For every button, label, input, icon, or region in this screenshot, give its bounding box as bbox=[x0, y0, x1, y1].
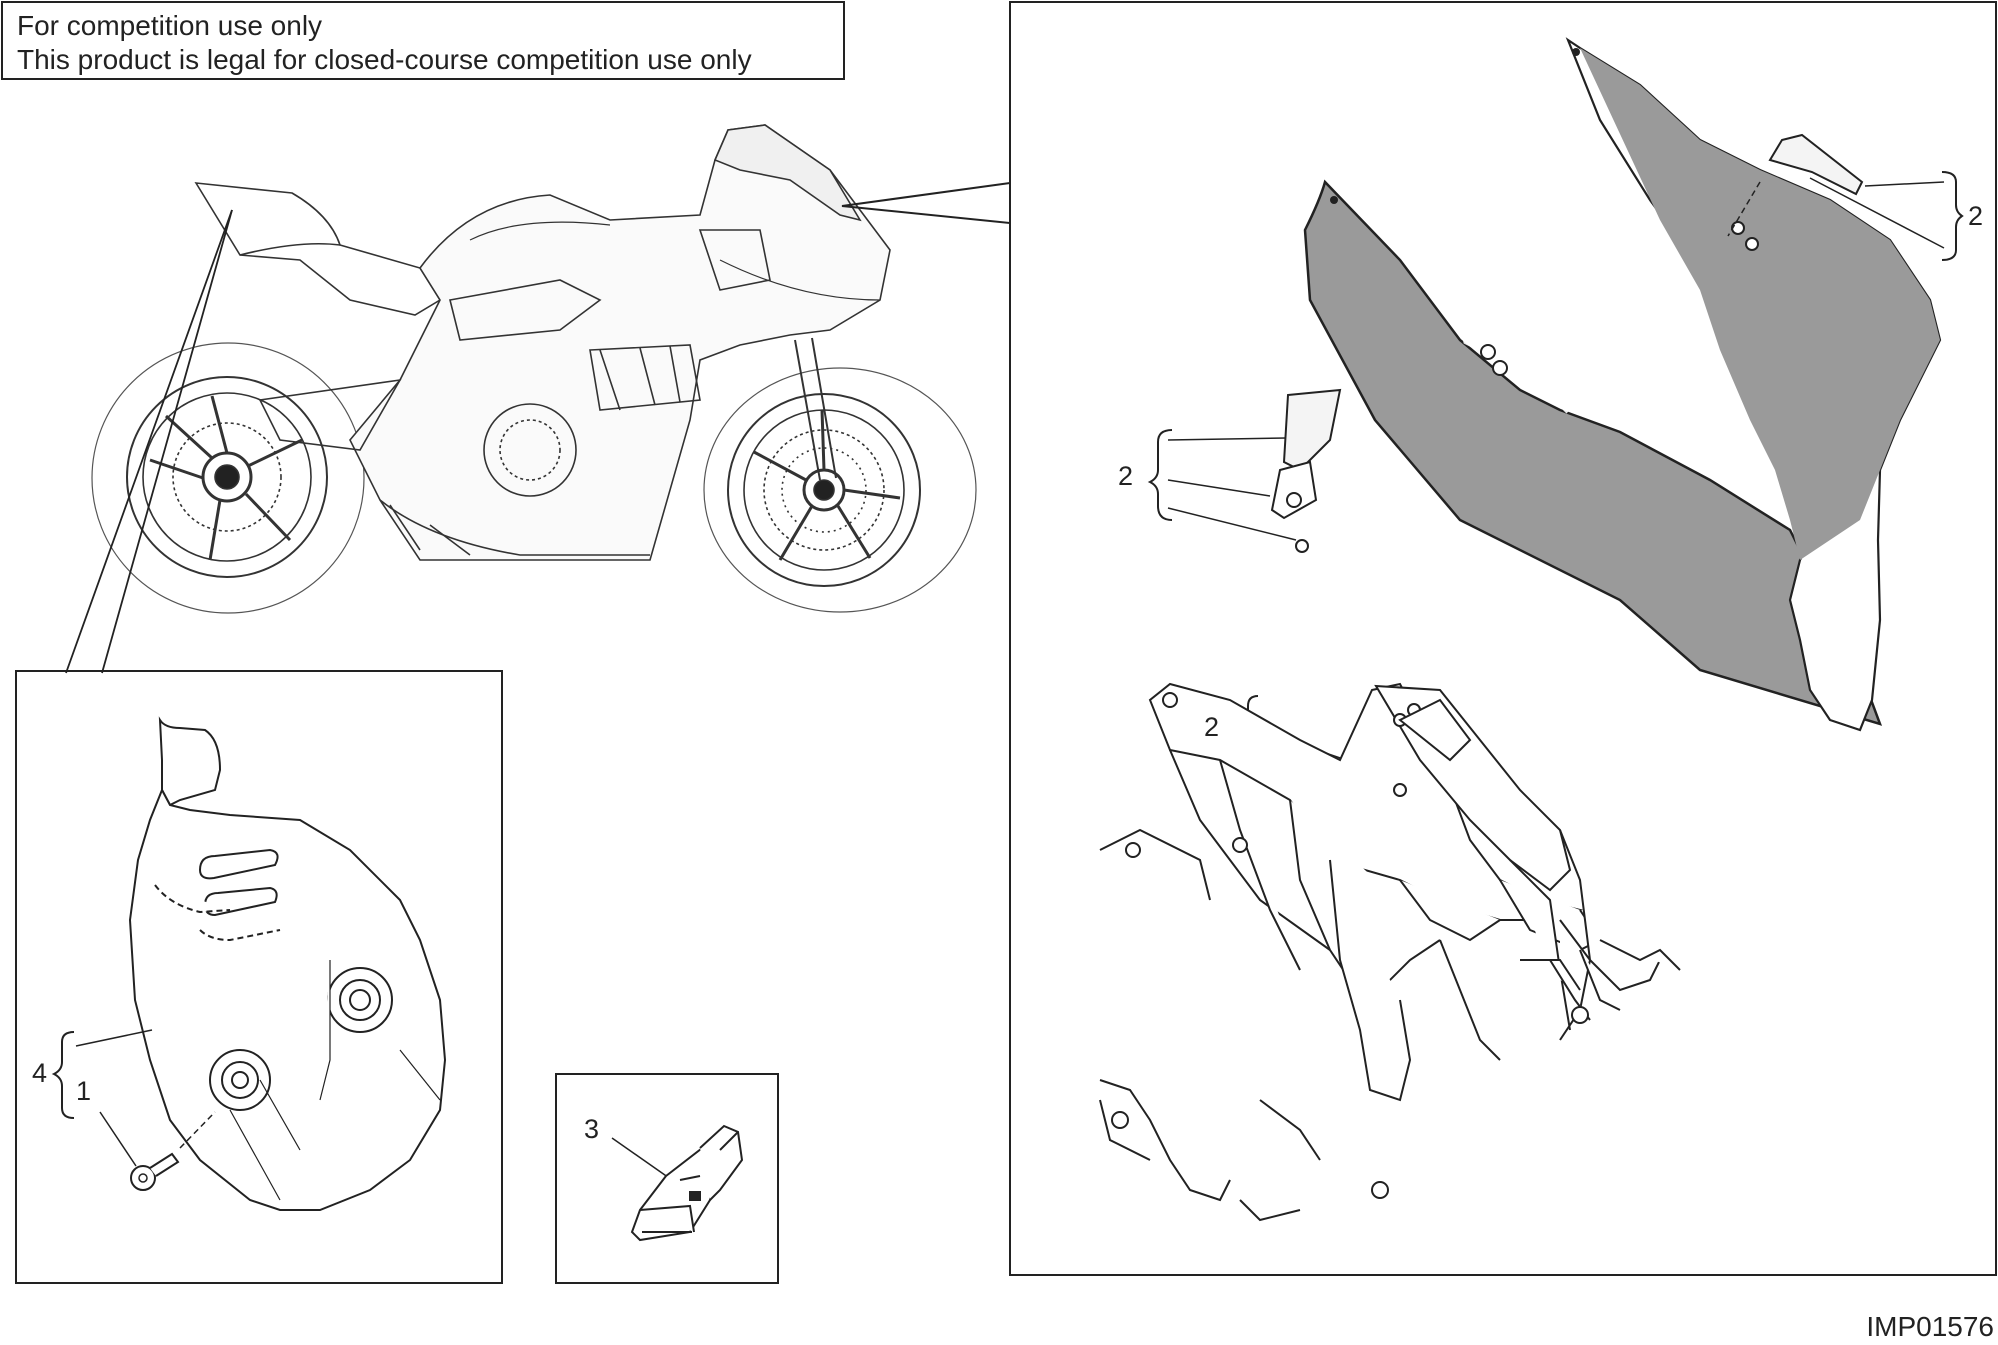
detail-leader-right bbox=[841, 2, 1011, 1275]
competition-notice: For competition use only This product is… bbox=[1, 1, 845, 80]
tail-section bbox=[194, 182, 442, 316]
callout-heel-guard-kit: 4 bbox=[32, 1058, 48, 1088]
rear-wheel bbox=[91, 342, 365, 614]
left-fairing-panel bbox=[1303, 179, 1883, 726]
callout-bracket-screw: 2 bbox=[1204, 712, 1220, 742]
callout-heel-guard-screw: 1 bbox=[76, 1076, 92, 1106]
windscreen bbox=[713, 124, 862, 222]
motorcycle-overview bbox=[91, 124, 977, 614]
detail-leader-left bbox=[65, 209, 233, 674]
callout-mirror-plate: 2 bbox=[1118, 461, 1134, 491]
right-detail-panel bbox=[1009, 1, 1997, 1276]
callout-connector: 3 bbox=[584, 1114, 600, 1144]
connector-part bbox=[630, 1124, 744, 1242]
front-wheel bbox=[703, 367, 977, 613]
callout-windscreen-sticker: 2 bbox=[1968, 201, 1984, 231]
notice-line-2: This product is legal for closed-course … bbox=[17, 44, 752, 75]
mirror-plate-part bbox=[1282, 388, 1342, 472]
connector-box bbox=[555, 1073, 779, 1284]
notice-line-1: For competition use only bbox=[17, 10, 323, 41]
fairing-bracket-part bbox=[1099, 682, 1681, 1222]
mirror-base-part bbox=[1270, 460, 1318, 520]
drawing-code: IMP01576 bbox=[1866, 1311, 1994, 1342]
sticker-part bbox=[1768, 133, 1864, 196]
heel-guard-box bbox=[15, 670, 503, 1284]
heel-guard-screw-part bbox=[130, 1111, 216, 1191]
heel-guard-part bbox=[128, 716, 447, 1211]
